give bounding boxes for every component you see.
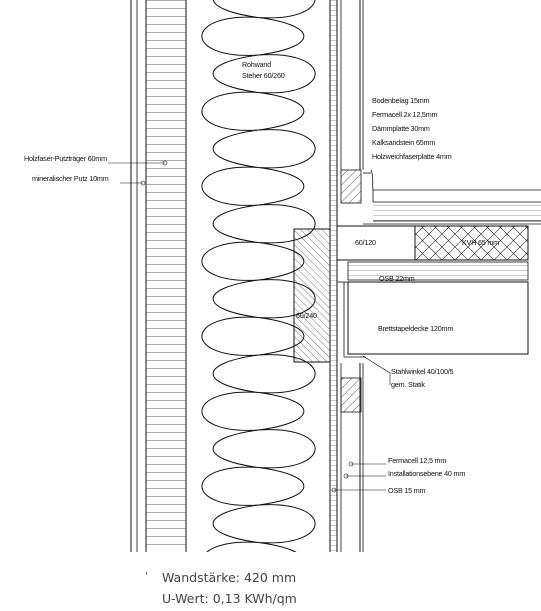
wall-section-drawing: Rohwand Steher 60/260 Bodenbelag 15mm Fe… — [24, 0, 541, 552]
label-daemmplatte: Dämmplatte 30mm — [372, 124, 430, 133]
label-fermacell-wall: Fermacell 12,5 mm — [388, 456, 446, 465]
label-mineral-putz: mineralischer Putz 10mm — [32, 174, 109, 183]
inner-layers — [330, 0, 364, 552]
drawing-labels: Rohwand Steher 60/260 Bodenbelag 15mm Fe… — [24, 60, 499, 495]
plaster-layer — [130, 0, 138, 552]
wood-fibre-board-layer — [145, 0, 187, 552]
label-fermacell-floor: Fermacell 2x 12,5mm — [372, 110, 438, 119]
label-stahlwinkel: Stahlwinkel 40/100/5 — [391, 367, 454, 376]
label-holzweichfaser: Holzweichfaserplatte 4mm — [372, 152, 452, 161]
label-osb-15: OSB 15 mm — [388, 486, 426, 495]
label-installationsebene: Installationsebene 40 mm — [388, 469, 465, 478]
label-brettstapeldecke: Brettstapeldecke 120mm — [378, 324, 453, 333]
beam-60-240 — [293, 228, 331, 363]
floor-build-up — [336, 169, 541, 358]
leader-lines — [108, 160, 391, 493]
caption-u-value: U-Wert: 0,13 KWh/qm — [162, 591, 297, 606]
label-bodenbelag: Bodenbelag 15mm — [372, 96, 430, 105]
label-beam-60-120: 60/120 — [355, 238, 376, 247]
caption-wall-thickness: Wandstärke: 420 mm — [162, 570, 297, 585]
caption-tick-mark: ' — [145, 570, 149, 583]
label-kvh: KVH 65 mm — [462, 238, 499, 247]
label-osb-22: OSB 22mm — [379, 274, 415, 283]
label-beam-60-240: 60/240 — [296, 311, 317, 320]
label-statik: gem. Statik — [391, 380, 425, 389]
label-steher: Steher 60/260 — [242, 71, 285, 80]
label-kalksandstein: Kalksandstein 65mm — [372, 138, 435, 147]
label-rohwand: Rohwand — [242, 60, 271, 69]
label-holzfaser-putztraeger: Holzfaser-Putzträger 60mm — [24, 154, 107, 163]
